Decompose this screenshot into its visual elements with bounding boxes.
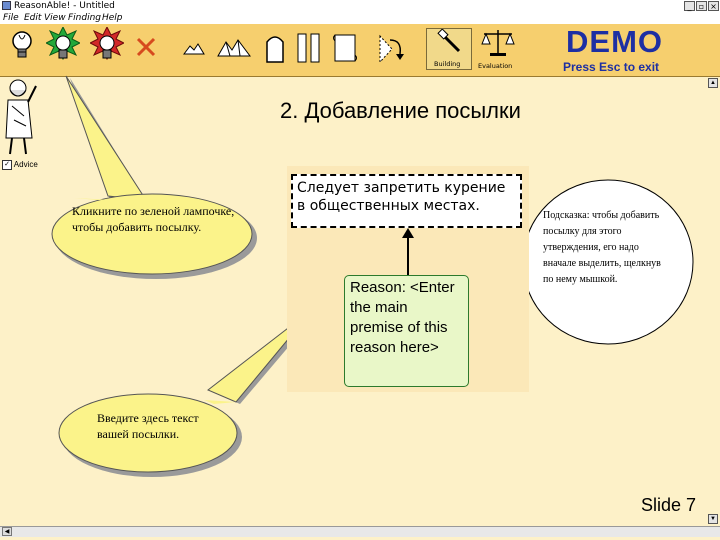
- demo-title: DEMO: [566, 24, 663, 59]
- undo-icon[interactable]: [376, 32, 406, 66]
- menu-finding[interactable]: Finding: [68, 13, 102, 23]
- scroll-icon[interactable]: [332, 32, 358, 64]
- building-label: Building: [434, 60, 461, 68]
- building-button[interactable]: Building: [426, 28, 472, 70]
- horizontal-scrollbar[interactable]: ◀: [0, 526, 720, 537]
- close-button[interactable]: ×: [708, 1, 719, 11]
- scroll-up-button[interactable]: ▲: [708, 78, 718, 88]
- delete-x-icon[interactable]: [135, 36, 157, 58]
- hint-text: Подсказка: чтобы добавить посылку для эт…: [543, 210, 661, 285]
- menu-bar: File Edit View Finding Help: [0, 12, 720, 24]
- restore-button[interactable]: ▫: [696, 1, 707, 11]
- evaluation-scales-icon[interactable]: [480, 28, 516, 58]
- scroll-left-button[interactable]: ◀: [2, 527, 12, 536]
- menu-edit[interactable]: Edit: [24, 13, 42, 23]
- reason-box[interactable]: Reason: <Enter the main premise of this …: [344, 275, 469, 387]
- evaluation-label: Evaluation: [478, 62, 513, 70]
- advisor-figure[interactable]: [0, 76, 40, 163]
- advice-checkbox-label: Advice: [13, 160, 38, 170]
- scroll-down-button[interactable]: ▼: [708, 514, 718, 524]
- menu-help[interactable]: Help: [102, 13, 123, 23]
- plain-bulb-icon[interactable]: [8, 27, 36, 67]
- demo-subtitle: Press Esc to exit: [563, 60, 660, 74]
- broken-pieces-icon[interactable]: [216, 36, 252, 60]
- columns-icon[interactable]: [296, 32, 322, 64]
- slide-number: Slide 7: [641, 495, 697, 515]
- top-callout-text: Кликните по зеленой лампочке, чтобы доба…: [72, 204, 235, 234]
- title-bar: ReasonAble! - Untitled _ ▫ ×: [0, 0, 720, 12]
- window-title: ReasonAble! - Untitled: [14, 1, 115, 11]
- menu-file[interactable]: File: [3, 13, 19, 23]
- building-icon: [437, 29, 463, 57]
- bottom-callout-text: Введите здесь текст вашей посылки.: [97, 411, 199, 441]
- green-bulb-icon[interactable]: [46, 27, 80, 69]
- rubble-icon[interactable]: [182, 40, 206, 58]
- menu-view[interactable]: View: [44, 13, 66, 23]
- minimize-button[interactable]: _: [684, 1, 695, 11]
- slide-title: 2. Добавление посылки: [280, 98, 521, 123]
- toolbar: Building Evaluation: [0, 24, 720, 77]
- claim-box[interactable]: Следует запретить курение в общественных…: [291, 174, 522, 228]
- app-icon: [2, 1, 11, 10]
- advice-checkbox-box[interactable]: ✓: [2, 160, 12, 170]
- support-arrow: [402, 228, 414, 276]
- advice-checkbox[interactable]: ✓ Advice: [2, 160, 38, 170]
- red-bulb-icon[interactable]: [90, 27, 124, 69]
- arch-icon[interactable]: [264, 32, 286, 64]
